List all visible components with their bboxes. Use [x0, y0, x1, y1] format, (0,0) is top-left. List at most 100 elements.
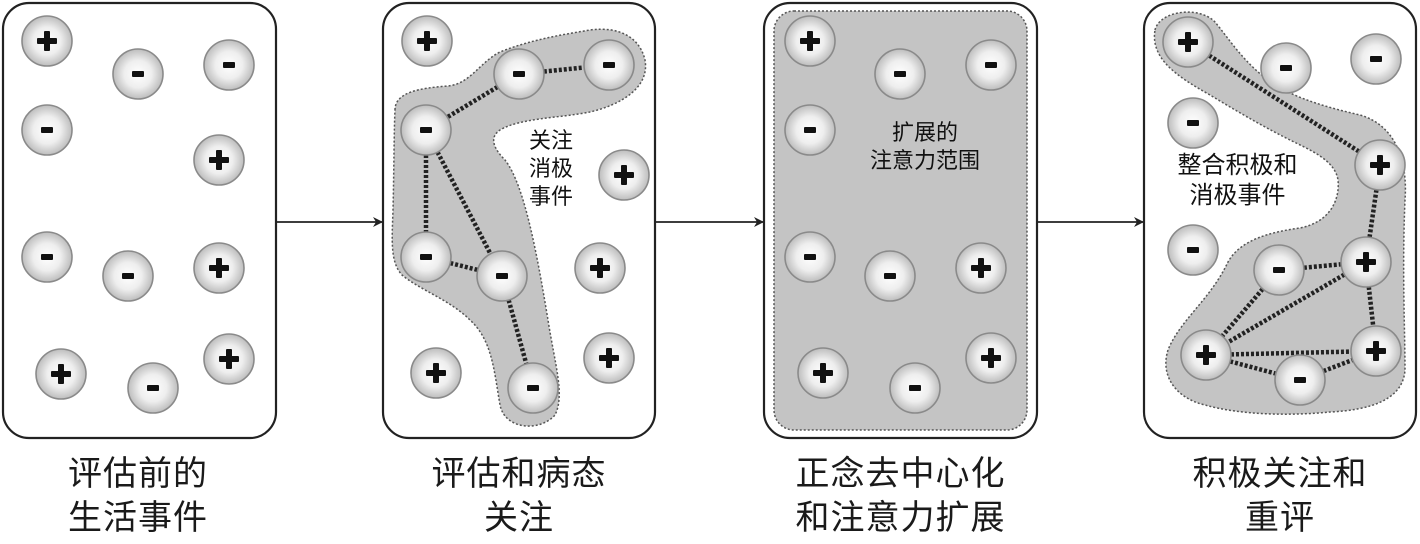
plus-icon: [1377, 155, 1383, 175]
plus-icon: [597, 258, 603, 278]
caption-line: 重评: [1245, 498, 1315, 538]
plus-icon: [807, 31, 813, 51]
positive-event: [193, 134, 245, 186]
panel-caption: 评估前的生活事件: [0, 452, 276, 540]
event-link: [1204, 268, 1281, 357]
positive-event: [1162, 16, 1214, 68]
attention-region: [773, 10, 1028, 431]
caption-line: 关注: [484, 498, 554, 538]
caption-line: 评估前的: [68, 454, 208, 494]
positive-event: [1350, 325, 1402, 377]
inner-label-line: 注意力范围: [869, 149, 980, 174]
minus-icon: [223, 62, 235, 68]
plus-icon: [216, 150, 222, 170]
minus-icon: [804, 127, 816, 133]
positive-event: [193, 242, 245, 294]
plus-icon: [1185, 32, 1191, 52]
positive-event: [35, 348, 87, 400]
plus-icon: [621, 165, 627, 185]
plus-icon: [820, 363, 826, 383]
minus-icon: [513, 71, 525, 77]
negative-event: [1350, 33, 1402, 85]
minus-icon: [41, 127, 53, 133]
minus-icon: [1294, 377, 1306, 383]
negative-event: [21, 104, 73, 156]
positive-event: [955, 242, 1007, 294]
positive-event: [574, 242, 626, 294]
plus-icon: [44, 31, 50, 51]
event-link: [1186, 40, 1382, 167]
minus-icon: [41, 254, 53, 260]
caption-line: 正念去中心化: [795, 454, 1006, 494]
negative-event: [400, 104, 452, 156]
minus-icon: [496, 273, 508, 279]
positive-event: [965, 332, 1017, 384]
minus-icon: [909, 385, 921, 391]
caption-line: 和注意力扩展: [795, 498, 1006, 538]
panel-inner-label: 扩展的注意力范围: [835, 120, 1015, 176]
minus-icon: [985, 62, 997, 68]
inner-label-line: 扩展的: [891, 121, 958, 146]
minus-icon: [1370, 56, 1382, 62]
attention-cluster: [1153, 11, 1407, 415]
positive-event: [21, 15, 73, 67]
negative-event: [874, 48, 926, 100]
negative-event: [102, 250, 154, 302]
negative-event: [1274, 354, 1326, 406]
plus-icon: [988, 348, 994, 368]
minus-icon: [147, 385, 159, 391]
plus-icon: [1373, 341, 1379, 361]
inner-label-line: 事件: [528, 185, 573, 210]
positive-event: [583, 332, 635, 384]
minus-icon: [804, 254, 816, 260]
minus-icon: [884, 273, 896, 279]
caption-line: 生活事件: [68, 498, 208, 538]
event-link: [424, 128, 504, 278]
negative-event: [21, 231, 73, 283]
plus-icon: [433, 363, 439, 383]
minus-icon: [420, 127, 432, 133]
plus-icon: [606, 348, 612, 368]
inner-label-line: 消极事件: [1189, 181, 1286, 209]
caption-line: 积极关注和: [1192, 454, 1368, 494]
positive-event: [1354, 139, 1406, 191]
panel-caption: 评估和病态关注: [383, 452, 655, 540]
panel-caption: 积极关注和重评: [1144, 452, 1416, 540]
negative-event: [112, 48, 164, 100]
minus-icon: [420, 254, 432, 260]
minus-icon: [894, 71, 906, 77]
plus-icon: [58, 364, 64, 384]
minus-icon: [527, 385, 539, 391]
minus-icon: [603, 62, 615, 68]
plus-icon: [1363, 252, 1369, 272]
negative-event: [1260, 42, 1312, 94]
negative-event: [965, 39, 1017, 91]
minus-icon: [1273, 267, 1285, 273]
negative-event: [583, 39, 635, 91]
negative-event: [1167, 224, 1219, 276]
plus-icon: [424, 31, 430, 51]
minus-icon: [132, 71, 144, 77]
negative-event: [476, 250, 528, 302]
positive-event: [1340, 236, 1392, 288]
minus-icon: [1280, 65, 1292, 71]
inner-label-line: 整合积极和: [1177, 151, 1298, 179]
negative-event: [889, 362, 941, 414]
positive-event: [784, 15, 836, 67]
plus-icon: [1203, 345, 1209, 365]
negative-event: [507, 362, 559, 414]
negative-event: [784, 231, 836, 283]
plus-icon: [978, 258, 984, 278]
positive-event: [401, 15, 453, 67]
event-link: [1204, 260, 1368, 357]
panel-inner-label: 整合积极和消极事件: [1155, 150, 1320, 210]
plus-icon: [216, 258, 222, 278]
negative-event: [1167, 97, 1219, 149]
negative-event: [864, 250, 916, 302]
inner-label-line: 关注: [528, 129, 573, 154]
negative-event: [203, 39, 255, 91]
negative-event: [400, 231, 452, 283]
panel-inner-label: 关注消极事件: [514, 128, 588, 212]
minus-icon: [1187, 120, 1199, 126]
